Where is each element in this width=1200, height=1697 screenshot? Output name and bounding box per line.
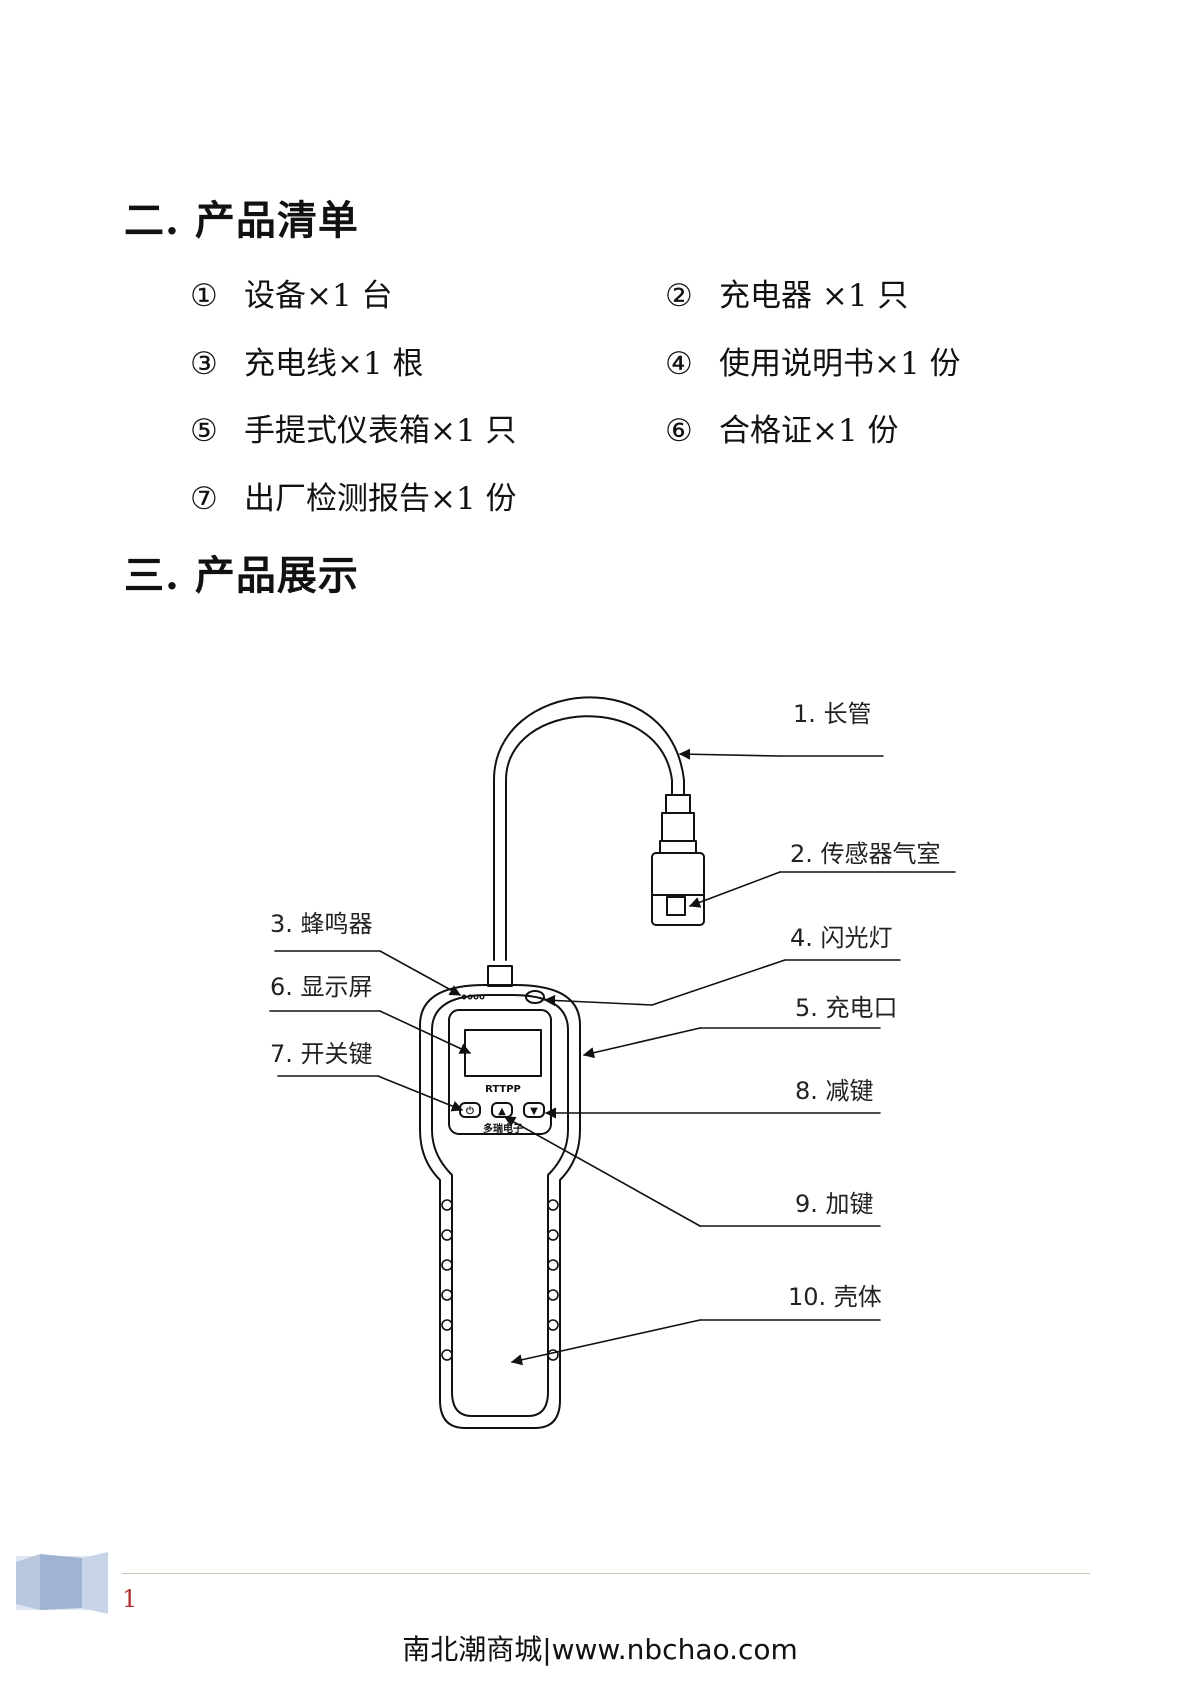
callout-buzzer: 3. 蜂鸣器 [270, 910, 373, 938]
callout-minus-key: 8. 减键 [795, 1077, 874, 1105]
svg-text:⏻: ⏻ [466, 1105, 474, 1117]
callout-shell: 10. 壳体 [788, 1283, 882, 1311]
power-button: ⏻ [459, 1102, 481, 1118]
callout-charge-port: 5. 充电口 [795, 994, 898, 1022]
section-title-product-list: 二. 产品清单 [124, 197, 359, 244]
device-diagram: RTTPP ⏻ ▲ ▼ 多瑞电子 1. 长管 2. 传感器气室 3. 蜂鸣器 4… [269, 696, 956, 1429]
svg-text:▼: ▼ [530, 1106, 538, 1117]
callout-hose: 1. 长管 [793, 700, 872, 728]
hose [493, 696, 685, 961]
up-button: ▲ [491, 1102, 513, 1118]
callout-display: 6. 显示屏 [270, 973, 373, 1001]
callout-flash-light: 4. 闪光灯 [790, 924, 893, 952]
page-number: 1 [122, 1585, 138, 1613]
display-screen [464, 1029, 542, 1077]
callout-sensor-chamber: 2. 传感器气室 [790, 840, 941, 868]
page-corner-decoration [16, 1552, 108, 1614]
model-label: RTTPP [485, 1084, 521, 1095]
sensor-chamber [651, 794, 705, 926]
down-button: ▼ [523, 1102, 545, 1118]
footer-rule [122, 1573, 1090, 1574]
grip-dots [441, 1199, 559, 1361]
site-watermark: 南北潮商城|www.nbchao.com [402, 1633, 798, 1666]
buzzer [461, 994, 485, 1000]
callout-lines [269, 748, 956, 1366]
face-panel [448, 1009, 552, 1135]
section-title-product-display: 三. 产品展示 [124, 552, 359, 599]
device-body [419, 965, 581, 1429]
svg-text:▲: ▲ [498, 1106, 506, 1117]
callout-plus-key: 9. 加键 [795, 1190, 874, 1218]
callout-power-key: 7. 开关键 [270, 1040, 373, 1068]
